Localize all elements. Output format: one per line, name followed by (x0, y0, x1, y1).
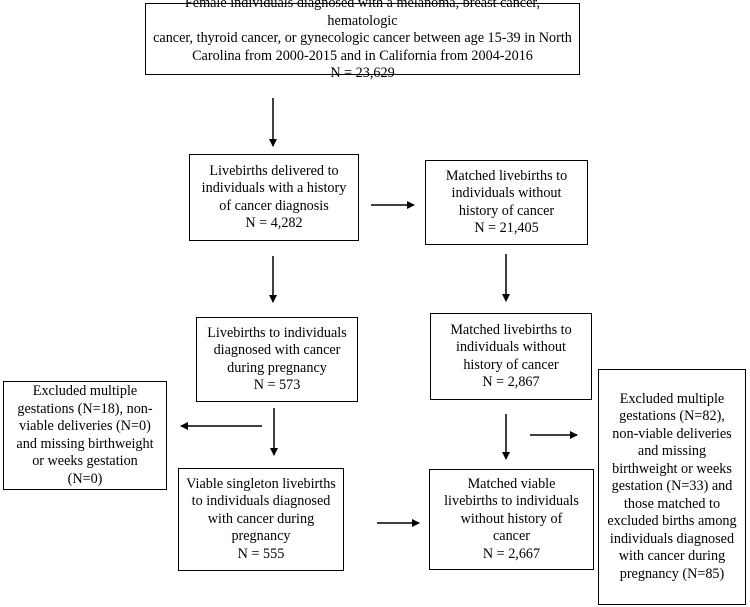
box-excluded-left-text: Excluded multiple gestations (N=18), non… (16, 383, 154, 487)
box-excluded-left: Excluded multiple gestations (N=18), non… (3, 381, 167, 490)
box-matched-livebirths-pregnancy: Matched livebirths to individuals withou… (430, 313, 592, 400)
box-initial-cohort-text: Female individuals diagnosed with a mela… (153, 0, 572, 82)
box-viable-singleton-text: Viable singleton livebirths to individua… (186, 475, 336, 562)
box-excluded-right-text: Excluded multiple gestations (N=82), non… (607, 390, 737, 582)
box-matched-livebirths-text: Matched livebirths to individuals withou… (445, 167, 568, 237)
box-initial-cohort: Female individuals diagnosed with a mela… (145, 0, 580, 81)
box-pregnancy-livebirths-text: Livebirths to individuals diagnosed with… (207, 324, 347, 394)
box-matched-livebirths-pregnancy-text: Matched livebirths to individuals withou… (450, 321, 572, 391)
box-matched-viable: Matched viable livebirths to individuals… (429, 469, 594, 570)
box-matched-livebirths: Matched livebirths to individuals withou… (425, 160, 588, 245)
box-cancer-livebirths: Livebirths delivered to individuals with… (189, 154, 359, 241)
box-cancer-livebirths-text: Livebirths delivered to individuals with… (201, 162, 347, 232)
box-viable-singleton: Viable singleton livebirths to individua… (178, 468, 344, 571)
box-matched-viable-text: Matched viable livebirths to individuals… (444, 475, 579, 562)
box-pregnancy-livebirths: Livebirths to individuals diagnosed with… (196, 317, 358, 402)
box-excluded-right: Excluded multiple gestations (N=82), non… (598, 369, 746, 605)
